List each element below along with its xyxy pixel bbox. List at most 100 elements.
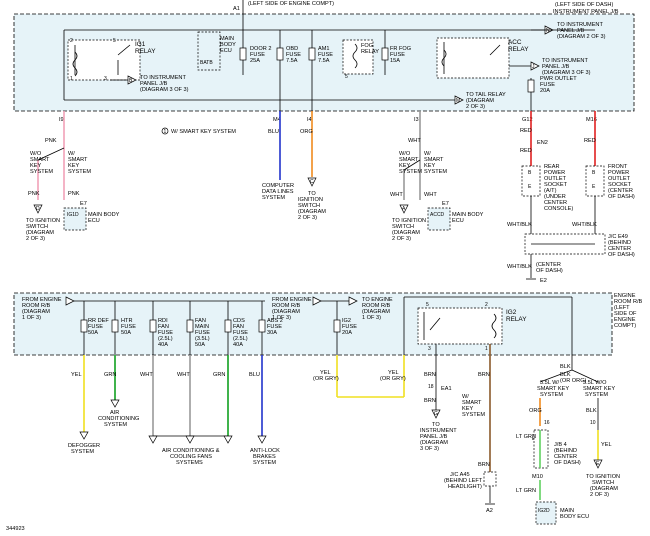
main-body-ecu-label-3: ECU bbox=[220, 48, 232, 54]
w-smart-key-3: KEY bbox=[68, 163, 79, 169]
fans-arrow-3 bbox=[223, 435, 233, 444]
engine-compt-label: (LEFT SIDE OF ENGINE COMPT) bbox=[248, 1, 334, 7]
a2-label: A2 bbox=[486, 508, 493, 514]
tail-relay-connector-m bbox=[454, 95, 464, 105]
to-engine-room-1: TO ENGINE bbox=[362, 297, 393, 303]
from-engine-room-m1: FROM ENGINE bbox=[272, 297, 312, 303]
ip-jb-connector-b bbox=[127, 75, 137, 85]
air-cond-1: AIR bbox=[110, 410, 119, 416]
ign-sw-left-1: TO IGNITION bbox=[26, 218, 60, 224]
conn-j-letter: J bbox=[532, 64, 535, 70]
cds-4: (2.5L) bbox=[233, 336, 248, 342]
jc-a45-1: J/C A45 bbox=[450, 472, 470, 478]
ign-sw-left-4: 2 OF 3) bbox=[26, 236, 45, 242]
pwr-outlet-label-1: PWR OUTLET bbox=[540, 76, 577, 82]
am1-fuse-label-2: FUSE bbox=[318, 52, 333, 58]
conn-d-letter: D bbox=[36, 206, 40, 212]
ignition-switch-connector-e bbox=[593, 459, 603, 469]
wire-blu-label: BLU bbox=[268, 129, 279, 135]
to-ip-jb-label-3: (DIAGRAM 3 OF 3) bbox=[140, 87, 189, 93]
to-ign-b1: TO IGNITION bbox=[586, 474, 620, 480]
m10-label: M10 bbox=[532, 474, 543, 480]
main-body-ecu-small-1: MAIN BODY bbox=[88, 212, 120, 218]
obd-fuse-label-3: 7.5A bbox=[286, 58, 298, 64]
to-ip-jb-b2: INSTRUMENT bbox=[420, 428, 457, 434]
cds-1: CDS bbox=[233, 318, 245, 324]
to-ign-b4: 2 OF 3) bbox=[590, 492, 609, 498]
anti-lock-2: BRAKES bbox=[253, 454, 276, 460]
fog-relay-label-1: FOG bbox=[361, 43, 373, 49]
abs2-3: 30A bbox=[267, 330, 277, 336]
rear-outlet-7: CENTER bbox=[544, 200, 567, 206]
fog-pin-5: 5 bbox=[345, 74, 348, 80]
rdi-1: RDI bbox=[158, 318, 168, 324]
rear-outlet-5: (A/T) bbox=[544, 188, 557, 194]
conn-g-letter: G bbox=[434, 411, 438, 417]
am1-fuse-label-1: AM1 bbox=[318, 46, 330, 52]
w-smart-key-4: SYSTEM bbox=[68, 169, 91, 175]
fan-main-4: (3.5L) bbox=[195, 336, 210, 342]
front-outlet-6: OF DASH) bbox=[608, 194, 635, 200]
e7-left: E7 bbox=[80, 201, 87, 207]
front-outlet-1: FRONT bbox=[608, 164, 628, 170]
from-engine-room-m2: ROOM R/B bbox=[272, 303, 301, 309]
ac-fans-2: COOLING FANS bbox=[170, 454, 212, 460]
computer-data-3: SYSTEM bbox=[262, 195, 285, 201]
diagram-id: 344923 bbox=[6, 526, 25, 532]
e2-label: E2 bbox=[540, 278, 547, 284]
to-ip-jb-j-1: TO INSTRUMENT bbox=[542, 58, 588, 64]
jc-e49-2: (BEHIND bbox=[608, 240, 631, 246]
front-outlet-b: B bbox=[592, 170, 596, 176]
ig2-fuse-2: FUSE bbox=[342, 324, 357, 330]
wire-pnk-label-3: PNK bbox=[68, 191, 80, 197]
main-body-ecu-label-2: BODY bbox=[220, 42, 236, 48]
rear-outlet-e: E bbox=[528, 184, 532, 190]
to-engine-room-connector bbox=[348, 296, 358, 306]
conn-m16: M16 bbox=[586, 117, 597, 123]
obd-fuse bbox=[276, 47, 284, 61]
front-outlet-e: E bbox=[592, 184, 596, 190]
main-body-ecu-ig2d bbox=[535, 501, 557, 525]
ig2-pin-5: 5 bbox=[426, 302, 429, 308]
conn-i9: I9 bbox=[59, 117, 64, 123]
rear-outlet-6: (UNDER bbox=[544, 194, 566, 200]
to-tail-relay-2: (DIAGRAM bbox=[466, 98, 494, 104]
jc-e49-4: OF DASH) bbox=[608, 252, 635, 258]
sl35-wo-2: SMART KEY bbox=[583, 386, 615, 392]
rdi-5: 40A bbox=[158, 342, 168, 348]
wire-org-label-b: ORG bbox=[529, 408, 542, 414]
fr-fog-fuse-label-2: FUSE bbox=[390, 52, 405, 58]
conn-a-letter: A bbox=[402, 206, 406, 212]
to-engine-room-3: (DIAGRAM bbox=[362, 309, 390, 315]
yel-gry-1: YEL bbox=[320, 370, 331, 376]
to-ign-mid-2: IGNITION bbox=[298, 197, 323, 203]
am1-fuse-label-3: 7.5A bbox=[318, 58, 330, 64]
jc-e49-1: J/C E49 bbox=[608, 234, 628, 240]
from-engine-room-2: ROOM R/B bbox=[22, 303, 51, 309]
fr-fog-fuse-label-1: FR FOG bbox=[390, 46, 411, 52]
to-ign-mid-5: 2 OF 3) bbox=[298, 215, 317, 221]
wire-pnk-label-2: PNK bbox=[28, 191, 40, 197]
ign-sw-right-1: TO IGNITION bbox=[392, 218, 426, 224]
fans-arrow-2 bbox=[185, 435, 195, 444]
htr-1: HTR bbox=[121, 318, 133, 324]
main-body-ecu-small-r1: MAIN BODY bbox=[452, 212, 484, 218]
engine-room-rb-1: ENGINE bbox=[614, 293, 636, 299]
wo-smart-key-r3: KEY bbox=[399, 163, 410, 169]
engine-room-rb-4: SIDE OF bbox=[614, 311, 637, 317]
w-smart-b3: KEY bbox=[462, 406, 473, 412]
cds-2: FAN bbox=[233, 324, 244, 330]
main-body-ecu-small-r2: ECU bbox=[452, 218, 464, 224]
blk-or-org-2: (OR ORG) bbox=[560, 378, 587, 384]
to-ip-jb-b3: PANEL J/B bbox=[420, 434, 448, 440]
ig2-pin-3: 3 bbox=[428, 346, 431, 352]
accd-label: ACCD bbox=[430, 212, 445, 218]
pin-18: 18 bbox=[428, 384, 434, 390]
defogger-2: SYSTEM bbox=[71, 449, 94, 455]
anti-lock-3: SYSTEM bbox=[253, 460, 276, 466]
computer-data-2: DATA LINES bbox=[262, 189, 294, 195]
jb4-1: J/B 4 bbox=[554, 442, 567, 448]
jc-a45-2: (BEHIND LEFT bbox=[444, 478, 483, 484]
anti-lock-1: ANTI-LOCK bbox=[250, 448, 280, 454]
front-outlet-5: (CENTER bbox=[608, 188, 633, 194]
